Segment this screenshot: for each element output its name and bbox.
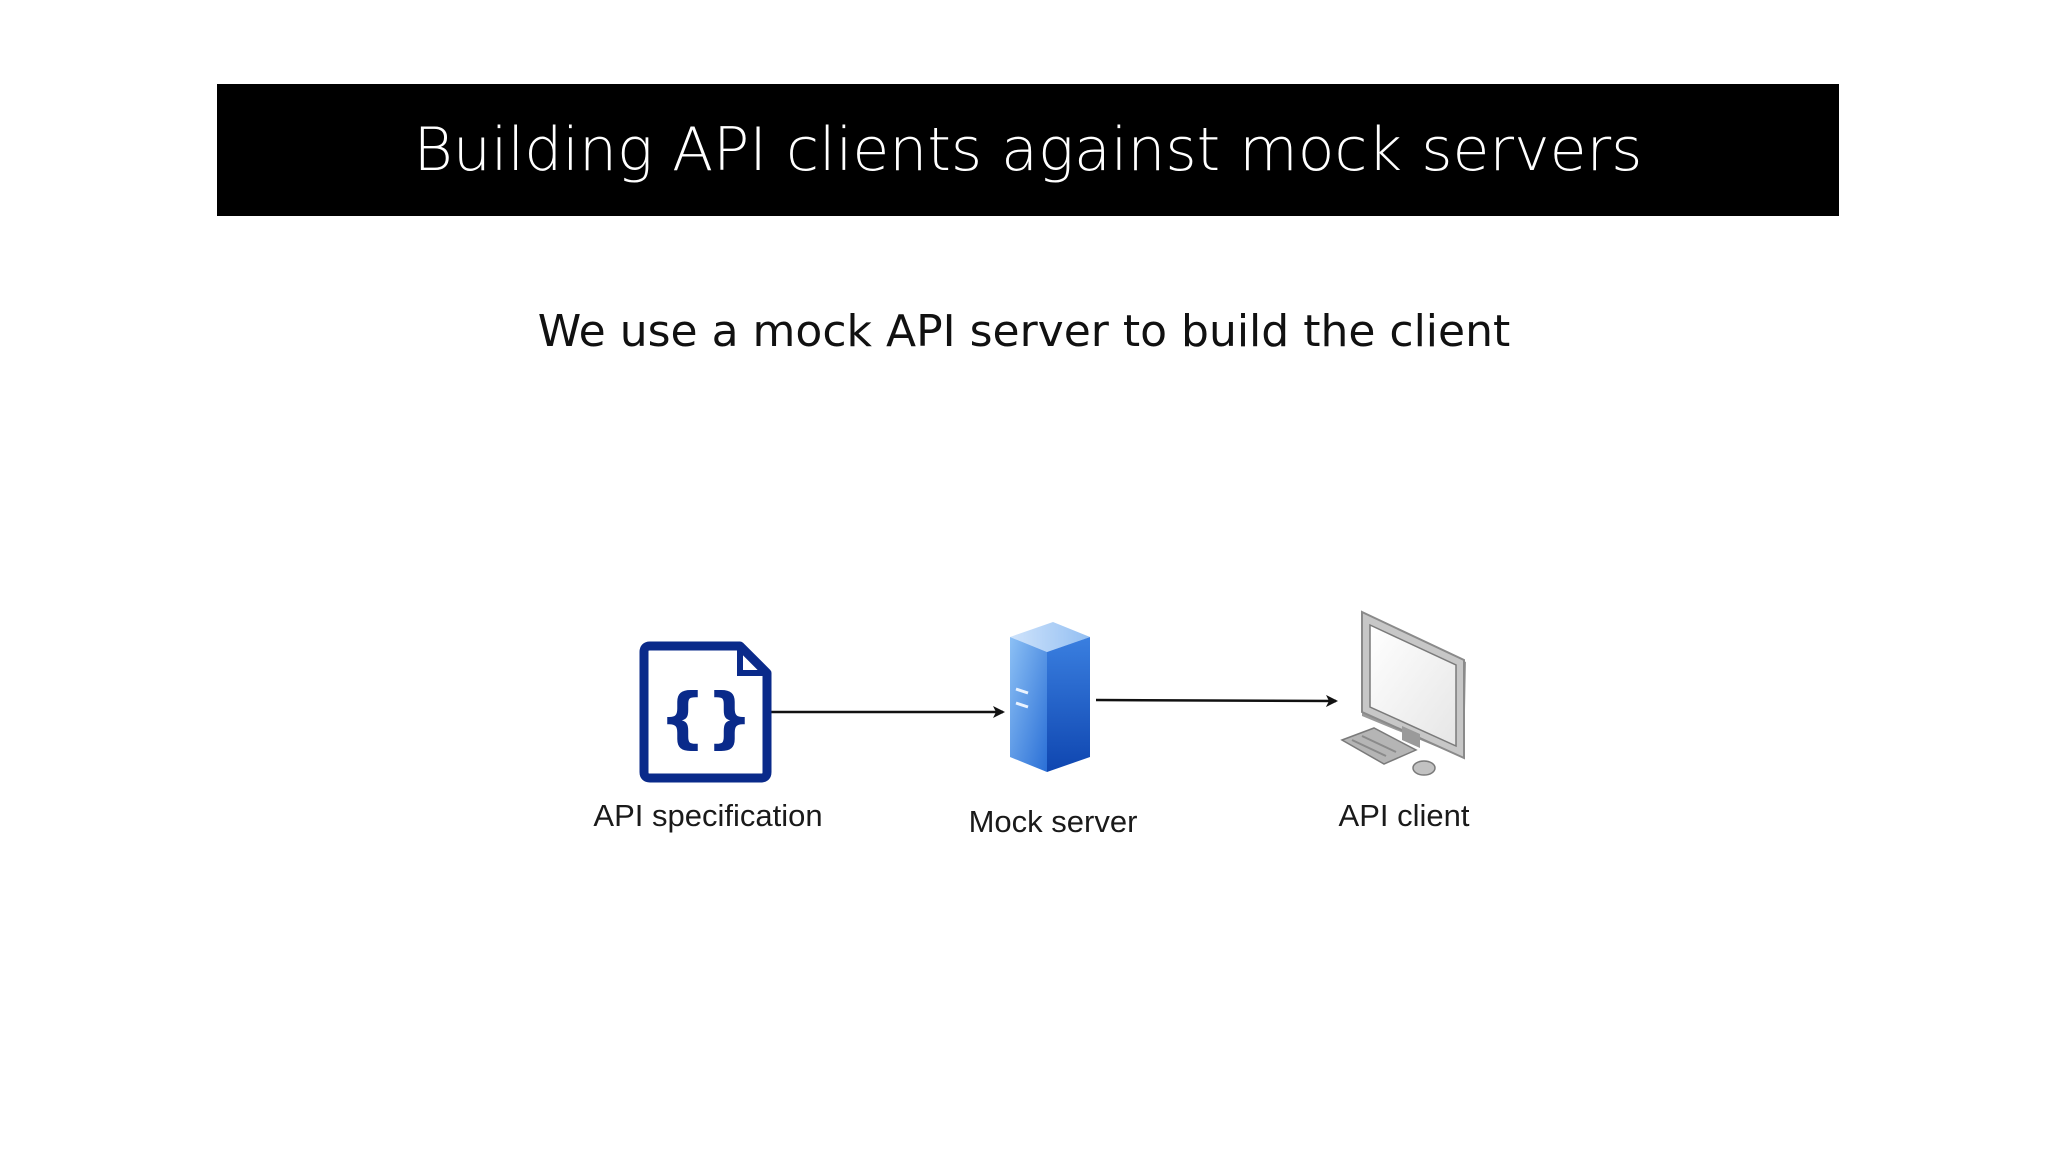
slide-subtitle: We use a mock API server to build the cl… — [537, 306, 1511, 357]
desktop-computer-icon — [1340, 610, 1466, 776]
node-api-client: API client — [1339, 610, 1470, 833]
node-label-mock-server: Mock server — [969, 804, 1138, 839]
slide-title: Building API clients against mock server… — [413, 115, 1643, 185]
json-file-icon: {} — [639, 641, 772, 783]
node-label-api-client: API client — [1339, 798, 1470, 833]
node-label-api-specification: API specification — [593, 798, 822, 833]
title-bar: Building API clients against mock server… — [217, 84, 1839, 216]
node-api-specification: {} API specification — [593, 641, 823, 833]
node-mock-server: Mock server — [969, 622, 1138, 839]
svg-text:{}: {} — [659, 679, 753, 756]
server-tower-icon — [1010, 622, 1090, 772]
edge-mock-to-client — [1095, 694, 1338, 707]
